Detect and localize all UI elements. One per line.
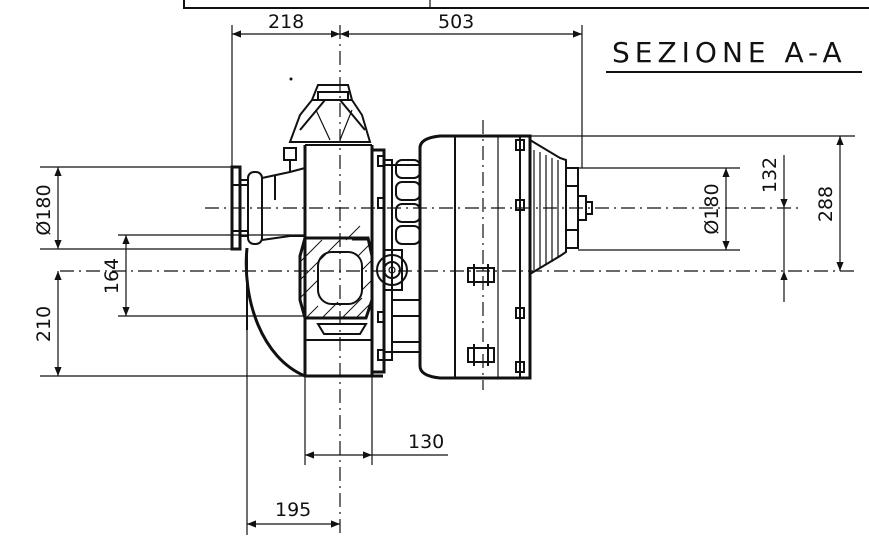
dim-left-diameter: Ø180 bbox=[33, 184, 55, 235]
dimension-lines bbox=[54, 30, 844, 528]
dim-130: 130 bbox=[408, 431, 444, 453]
dim-164: 164 bbox=[101, 258, 123, 294]
dim-288: 288 bbox=[815, 186, 837, 222]
fan-cover bbox=[529, 139, 567, 275]
dim-210: 210 bbox=[33, 306, 55, 342]
center-lines bbox=[60, 25, 855, 535]
extension-lines bbox=[40, 25, 855, 535]
section-title-text: SEZIONE A-A bbox=[612, 36, 847, 69]
dimension-labels: 218 503 Ø180 164 210 Ø180 132 288 130 19… bbox=[33, 11, 837, 521]
discharge-head bbox=[288, 84, 372, 143]
dim-195: 195 bbox=[275, 499, 311, 521]
pump-body bbox=[230, 84, 421, 378]
dim-right-diameter: Ø180 bbox=[701, 183, 723, 234]
motor-body bbox=[418, 134, 593, 380]
sheet-border-top bbox=[183, 0, 869, 9]
bearing-housing bbox=[376, 254, 408, 286]
casing-flange bbox=[370, 148, 386, 374]
dim-218: 218 bbox=[268, 11, 304, 33]
dim-132: 132 bbox=[759, 157, 781, 193]
drawing-dot bbox=[289, 77, 293, 81]
section-title: SEZIONE A-A bbox=[606, 36, 862, 73]
dim-503: 503 bbox=[438, 11, 474, 33]
motor-housing bbox=[418, 134, 532, 380]
